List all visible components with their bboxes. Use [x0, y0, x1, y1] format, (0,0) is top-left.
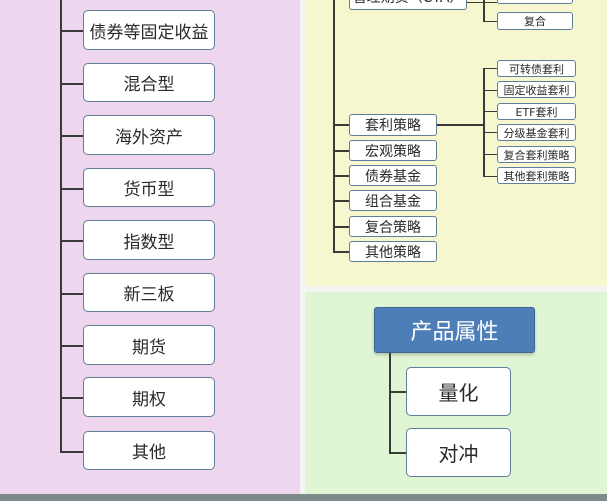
strategy-connector — [333, 150, 349, 152]
asset-options-node: 期权 — [83, 377, 215, 417]
attribute-connector — [389, 452, 406, 454]
arbitrage-sub-connector — [483, 132, 497, 133]
arbitrage-other-node: 其他套利策略 — [497, 167, 576, 184]
asset-hybrid-node: 混合型 — [83, 63, 215, 102]
cta-sub-trunk-line — [483, 0, 485, 22]
asset-futures-node: 期货 — [83, 325, 215, 365]
left-trunk-line — [60, 0, 62, 453]
left-connector — [60, 397, 83, 399]
cta-sub-connector — [483, 2, 497, 3]
bottom-divider — [0, 494, 607, 501]
strategy-cta-node: 管理期货（CTA） — [349, 0, 467, 10]
asset-fixed-income-node: 债券等固定收益 — [83, 10, 215, 50]
arbitrage-connector — [437, 124, 483, 126]
asset-other-node: 其他 — [83, 431, 215, 470]
arbitrage-sub-connector — [483, 176, 497, 177]
product-attribute-title-node: 产品属性 — [374, 307, 535, 353]
left-connector — [60, 83, 83, 85]
strategy-macro-node: 宏观策略 — [349, 140, 437, 161]
strategy-other-node: 其他策略 — [349, 241, 437, 262]
left-connector — [60, 345, 83, 347]
arbitrage-etf-node: ETF套利 — [497, 103, 576, 120]
attribute-trunk-line — [389, 353, 391, 453]
strategy-trunk-line — [333, 0, 335, 253]
arbitrage-graded-fund-node: 分级基金套利 — [497, 124, 576, 141]
left-connector — [60, 293, 83, 295]
asset-index-node: 指数型 — [83, 220, 215, 260]
strategy-connector — [333, 175, 349, 177]
arbitrage-composite-node: 复合套利策略 — [497, 146, 576, 163]
strategy-connector — [333, 251, 349, 253]
arbitrage-sub-connector — [483, 154, 497, 155]
arbitrage-convertible-node: 可转债套利 — [497, 60, 576, 77]
left-connector — [60, 451, 83, 453]
strategy-connector — [333, 124, 349, 126]
arbitrage-sub-connector — [483, 90, 497, 91]
arbitrage-fixed-income-node: 固定收益套利 — [497, 81, 576, 98]
arbitrage-sub-trunk-line — [483, 68, 485, 177]
asset-money-market-node: 货币型 — [83, 168, 215, 207]
asset-new-otc-node: 新三板 — [83, 273, 215, 312]
arbitrage-sub-connector — [483, 111, 497, 112]
left-connector — [60, 135, 83, 137]
strategy-composite-node: 复合策略 — [349, 216, 437, 237]
cta-sub-node-clipped — [497, 0, 573, 4]
strategy-connector — [333, 200, 349, 202]
asset-overseas-node: 海外资产 — [83, 115, 215, 155]
strategy-arbitrage-node: 套利策略 — [349, 114, 437, 136]
strategy-connector — [333, 226, 349, 228]
cta-sub-connector — [483, 21, 497, 22]
cta-sub-connector — [467, 2, 483, 3]
left-connector — [60, 240, 83, 242]
attribute-hedge-node: 对冲 — [406, 428, 511, 477]
strategy-fof-node: 组合基金 — [349, 190, 437, 211]
left-connector — [60, 30, 83, 32]
cta-composite-node: 复合 — [497, 12, 573, 30]
left-connector — [60, 188, 83, 190]
attribute-connector — [389, 391, 406, 393]
attribute-quant-node: 量化 — [406, 367, 511, 416]
strategy-bond-fund-node: 债券基金 — [349, 165, 437, 186]
arbitrage-sub-connector — [483, 68, 497, 69]
